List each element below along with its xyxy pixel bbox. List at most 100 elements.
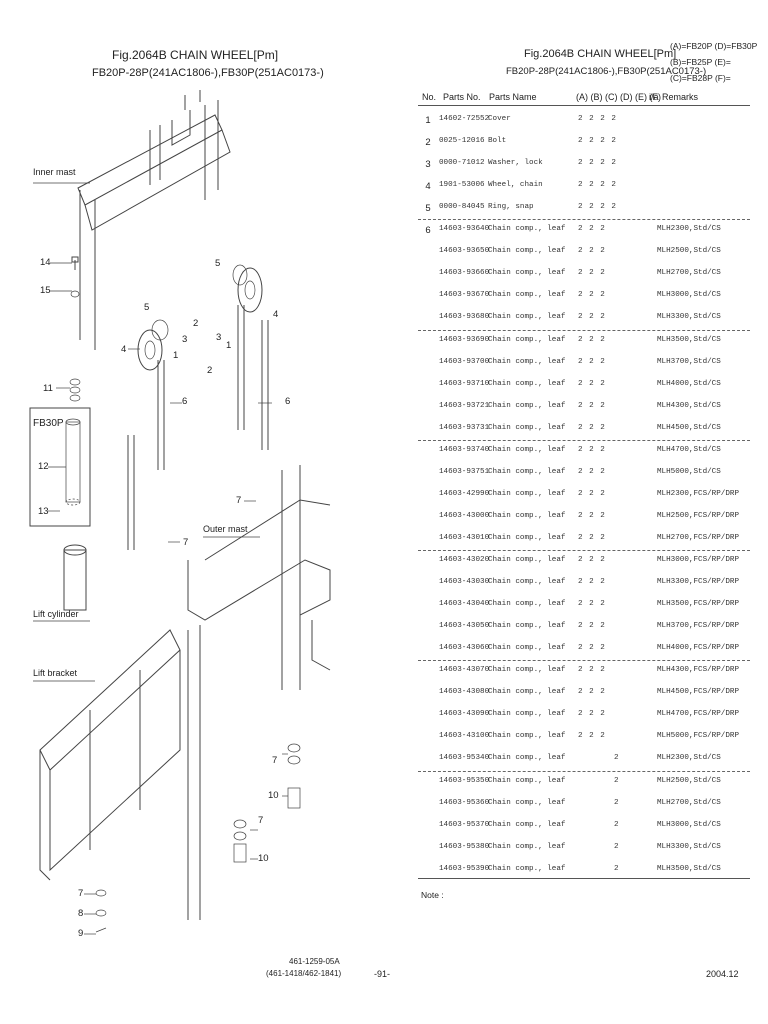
row-quantities: 2 2 2: [578, 533, 605, 542]
row-part-number: 14603-43010: [439, 533, 490, 542]
row-part-name: Chain comp., leaf: [488, 710, 566, 719]
callout-7: 7: [272, 755, 278, 766]
fb30p-cylinder: [65, 418, 81, 506]
row-remarks: MLH4500,Std/CS: [657, 423, 721, 432]
row-quantities: 2 2 2 2: [578, 159, 616, 168]
row-part-name: Chain comp., leaf: [488, 776, 566, 785]
row-part-name: Chain comp., leaf: [488, 688, 566, 697]
row-part-name: Chain comp., leaf: [488, 511, 566, 520]
legend-line: (B)=FB25P (E)=: [670, 57, 731, 67]
row-quantities: 2 2 2: [578, 622, 605, 631]
row-part-number: 14603-93680: [439, 313, 490, 322]
callout-2: 2: [207, 365, 213, 376]
row-part-number: 14603-93721: [439, 401, 490, 410]
row-part-number: 14603-43020: [439, 556, 490, 564]
label-outer-mast: Outer mast: [203, 524, 248, 534]
right-fig-subtitle: FB20P-28P(241AC1806-),FB30P(251AC0173-): [506, 66, 707, 77]
row-item-no: 5: [425, 203, 431, 215]
row-part-name: Chain comp., leaf: [488, 269, 566, 278]
row-part-number: 14603-43060: [439, 644, 490, 653]
left-fig-subtitle: FB20P-28P(241AC1806-),FB30P(251AC0173-): [92, 67, 324, 79]
row-remarks: MLH3500,FCS/RP/DRP: [657, 600, 740, 609]
row-part-number: 14603-93660: [439, 269, 490, 278]
row-quantities: 2 2 2: [578, 688, 605, 697]
outer-mast-drawing: [187, 465, 331, 920]
bottom-hardware-7-8-9: [95, 889, 107, 933]
header-parts-no: Parts No.: [443, 92, 481, 102]
row-quantities: 2: [614, 798, 619, 807]
callout-6: 6: [182, 396, 188, 407]
callout-1: 1: [173, 350, 179, 361]
row-quantities: 2 2 2: [578, 357, 605, 366]
row-quantities: 2 2 2: [578, 556, 605, 564]
row-part-name: Chain comp., leaf: [488, 600, 566, 609]
row-part-number: 14603-43000: [439, 511, 490, 520]
row-part-name: Chain comp., leaf: [488, 754, 566, 763]
row-quantities: 2 2 2: [578, 732, 605, 741]
washer-15: [70, 290, 80, 298]
row-remarks: MLH3700,FCS/RP/DRP: [657, 622, 740, 631]
row-quantities: 2 2 2 2: [578, 137, 616, 146]
row-quantities: 2 2 2 2: [578, 115, 616, 123]
callout-11: 11: [43, 383, 53, 394]
footer-code-alt: (461-1418/462-1841): [266, 969, 342, 978]
label-lift-bracket: Lift bracket: [33, 668, 78, 678]
callout-14: 14: [40, 257, 51, 268]
label-fb30p: FB30P: [33, 418, 64, 429]
row-remarks: MLH4700,FCS/RP/DRP: [657, 710, 740, 719]
row-quantities: 2: [614, 776, 619, 785]
chain-wheel-left: [137, 319, 169, 371]
footer-date: 2004.12: [706, 969, 739, 979]
row-remarks: MLH2300,Std/CS: [657, 225, 721, 234]
left-fig-title: Fig.2064B CHAIN WHEEL[Pm]: [112, 48, 279, 62]
washer-stack-11: [69, 378, 81, 402]
label-inner-mast: Inner mast: [33, 167, 76, 177]
lift-bracket-drawing: [39, 629, 181, 881]
row-part-number: 0000-71012: [439, 159, 485, 168]
callout-4: 4: [121, 344, 127, 355]
row-part-name: Chain comp., leaf: [488, 666, 566, 675]
row-quantities: 2 2 2: [578, 313, 605, 322]
row-part-name: Chain comp., leaf: [488, 556, 566, 564]
row-part-number: 14603-43080: [439, 688, 490, 697]
legend-line: (C)=FB28P (F)=: [670, 73, 731, 83]
group-divider: [418, 219, 750, 221]
row-quantities: 2 2 2: [578, 666, 605, 675]
row-remarks: MLH2700,Std/CS: [657, 269, 721, 278]
row-remarks: MLH3000,Std/CS: [657, 291, 721, 300]
row-part-name: Washer, lock: [488, 159, 543, 168]
row-part-number: 1901-53006: [439, 181, 485, 190]
group-divider: [418, 770, 750, 772]
row-remarks: MLH2500,FCS/RP/DRP: [657, 511, 740, 520]
row-part-number: 14603-43090: [439, 710, 490, 719]
callout-4: 4: [273, 309, 279, 320]
row-part-number: 14603-95340: [439, 754, 490, 763]
row-quantities: 2 2 2: [578, 710, 605, 719]
row-quantities: 2 2 2: [578, 578, 605, 587]
row-quantities: 2: [614, 820, 619, 829]
row-part-number: 14603-93700: [439, 357, 490, 366]
row-part-name: Chain comp., leaf: [488, 445, 566, 454]
callout-7: 7: [183, 537, 189, 548]
footer-code: 461-1259-05A: [289, 957, 340, 966]
row-item-no: 1: [425, 115, 431, 126]
row-quantities: 2 2 2: [578, 247, 605, 256]
row-quantities: 2 2 2: [578, 225, 605, 234]
row-remarks: MLH4500,FCS/RP/DRP: [657, 688, 740, 697]
row-quantities: 2: [614, 754, 619, 763]
